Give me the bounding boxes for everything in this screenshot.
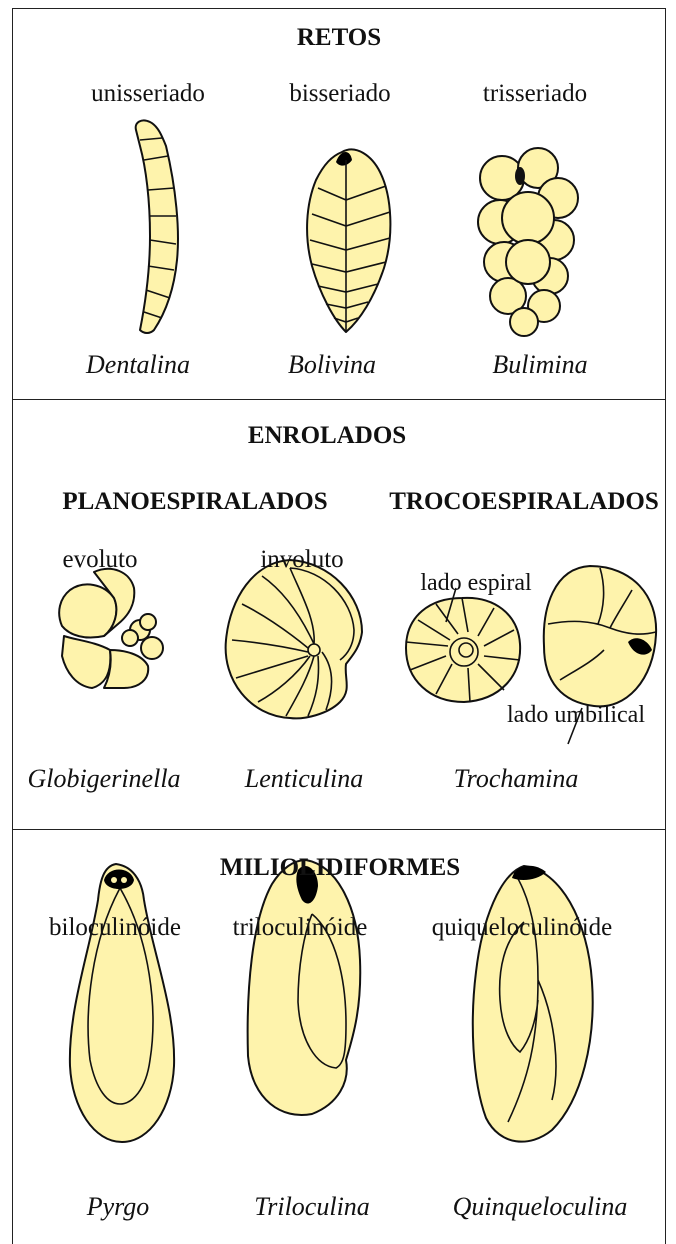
label-triloculinoide: triloculinóide — [233, 914, 368, 942]
label-evoluto: evoluto — [63, 546, 138, 574]
subtitle-planoespiralados: PLANOESPIRALADOS — [62, 488, 327, 516]
quinqueloculina-drawing — [473, 866, 593, 1142]
label-quiqueloculinoide: quiqueloculinóide — [432, 914, 613, 942]
section-title-miliolidiformes: MILIOLIDIFORMES — [220, 854, 460, 882]
subtitle-trocoespiralados: TROCOESPIRALADOS — [389, 488, 659, 516]
globigerinella-drawing — [59, 569, 163, 688]
dentalina-drawing — [136, 120, 178, 333]
label-unisseriado: unisseriado — [91, 80, 205, 108]
pyrgo-drawing — [70, 864, 174, 1142]
section-title-enrolados: ENROLADOS — [248, 422, 406, 450]
lenticulina-drawing — [226, 560, 362, 718]
label-trisseriado: trisseriado — [483, 80, 587, 108]
genus-dentalina: Dentalina — [86, 350, 190, 380]
genus-lenticulina: Lenticulina — [245, 764, 363, 794]
genus-trochamina: Trochamina — [454, 764, 579, 794]
label-lado-umbilical: lado umbilical — [507, 702, 645, 729]
section-title-retos: RETOS — [297, 24, 381, 52]
label-biloculinoide: biloculinóide — [49, 914, 181, 942]
genus-quinqueloculina: Quinqueloculina — [453, 1192, 628, 1222]
genus-pyrgo: Pyrgo — [87, 1192, 150, 1222]
label-bisseriado: bisseriado — [289, 80, 390, 108]
genus-globigerinella: Globigerinella — [27, 764, 180, 794]
bolivina-drawing — [307, 149, 390, 332]
genus-triloculina: Triloculina — [254, 1192, 370, 1222]
genus-bolivina: Bolivina — [288, 350, 376, 380]
trochamina-spiral-drawing — [406, 588, 520, 702]
label-involuto: involuto — [260, 546, 343, 574]
bulimina-drawing — [478, 148, 578, 336]
genus-bulimina: Bulimina — [492, 350, 587, 380]
triloculina-drawing — [248, 860, 361, 1115]
label-lado-espiral: lado espiral — [420, 570, 531, 597]
